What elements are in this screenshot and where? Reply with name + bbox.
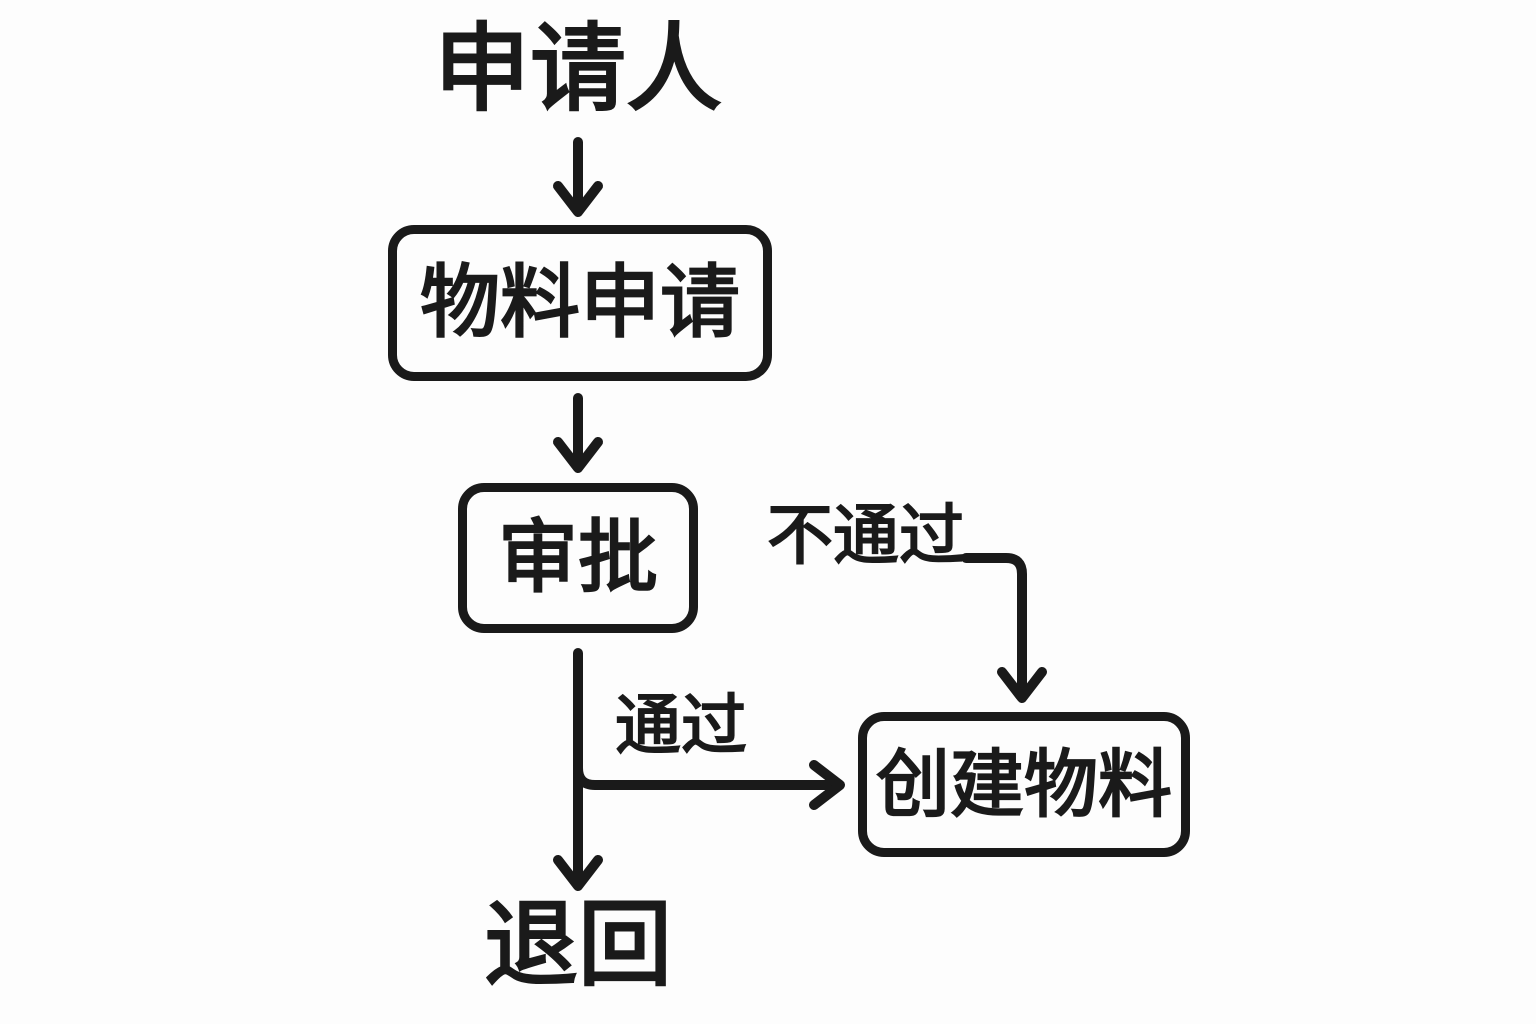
node-material-request-label: 物料申请 <box>420 258 740 347</box>
node-returned: 退回 <box>483 892 673 997</box>
node-create-material-label: 创建物料 <box>876 742 1172 826</box>
edge-material-request-to-approval <box>553 393 603 473</box>
arrow-down-icon <box>997 667 1047 703</box>
edge-line <box>573 763 841 790</box>
node-material-request: 物料申请 <box>388 225 772 381</box>
node-approval: 审批 <box>458 483 698 633</box>
edge-label-pass: 通过 <box>615 688 747 762</box>
edge-label-fail: 不通过 <box>767 498 965 572</box>
arrow-down-icon <box>553 437 603 473</box>
edge-line <box>961 553 1027 699</box>
node-approval-label: 审批 <box>498 513 658 602</box>
node-create-material: 创建物料 <box>858 712 1190 857</box>
arrow-right-icon <box>809 760 845 810</box>
edge-fail-to-create-material <box>961 553 1047 703</box>
arrow-down-icon <box>553 181 603 217</box>
edge-approval-to-create-material-pass <box>573 760 845 810</box>
edge-applicant-to-material-request <box>553 137 603 217</box>
arrow-down-icon <box>553 855 603 891</box>
node-applicant: 申请人 <box>434 16 722 123</box>
